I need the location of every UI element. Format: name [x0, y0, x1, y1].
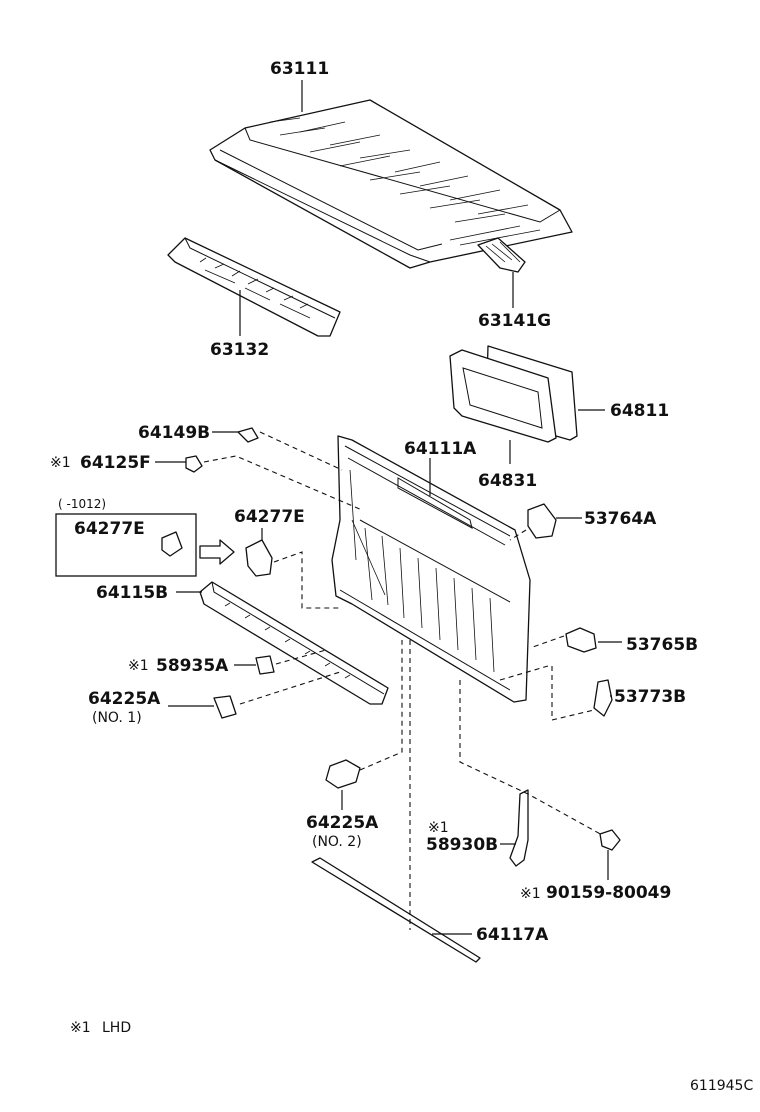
weatherstrip-64831[interactable] — [449, 349, 557, 443]
label-53773B: 53773B — [614, 687, 686, 707]
diagram-code: 611945C — [690, 1078, 753, 1094]
clip-58935A[interactable] — [255, 655, 275, 675]
label-no2: (NO. 2) — [312, 834, 362, 850]
bracket-64277E-box — [55, 513, 197, 577]
label-63111: 63111 — [270, 59, 329, 79]
label-64125F: 64125F — [80, 453, 151, 473]
clip-64149B[interactable] — [237, 427, 259, 443]
label-64225A-no2: 64225A — [306, 813, 379, 833]
footnote-text: LHD — [102, 1020, 131, 1036]
label-64811: 64811 — [610, 401, 669, 421]
box-date-range: ( -1012) — [58, 497, 106, 511]
label-53764A: 53764A — [584, 509, 657, 529]
screw-90159[interactable] — [599, 829, 621, 851]
label-64831: 64831 — [478, 471, 537, 491]
bracket-64277E[interactable] — [245, 539, 273, 577]
strap-58930B[interactable] — [509, 789, 529, 867]
footnote-mark: ※1 — [70, 1020, 91, 1036]
rear-rail-63141G[interactable] — [477, 237, 526, 273]
clip-64225A-no2[interactable] — [325, 759, 361, 789]
back-panel-64111A[interactable] — [331, 435, 531, 703]
label-64277E-box: 64277E — [74, 519, 145, 539]
mark-58930B: ※1 — [428, 820, 449, 836]
arrow-icon — [199, 539, 235, 565]
clip-53773B[interactable] — [593, 679, 613, 717]
label-58935A: 58935A — [156, 656, 229, 676]
label-64149B: 64149B — [138, 423, 210, 443]
mark-58935A: ※1 — [128, 658, 149, 674]
label-64277E: 64277E — [234, 507, 305, 527]
label-64225A-no1: 64225A — [88, 689, 161, 709]
front-rail-63132[interactable] — [167, 237, 341, 337]
clip-64225A-no1[interactable] — [213, 695, 237, 719]
label-63132: 63132 — [210, 340, 269, 360]
roof-panel-63111[interactable] — [209, 99, 573, 269]
label-no1: (NO. 1) — [92, 710, 142, 726]
sill-64115B[interactable] — [199, 581, 389, 705]
label-58930B: 58930B — [426, 835, 498, 855]
label-64111A: 64111A — [404, 439, 477, 459]
clip-53764A[interactable] — [527, 503, 557, 539]
clip-53765B[interactable] — [565, 627, 597, 653]
mark-64125F: ※1 — [50, 455, 71, 471]
label-90159: 90159-80049 — [546, 883, 671, 903]
label-64115B: 64115B — [96, 583, 168, 603]
mark-90159: ※1 — [520, 886, 541, 902]
label-53765B: 53765B — [626, 635, 698, 655]
cover-64117A[interactable] — [311, 857, 481, 963]
clip-64125F[interactable] — [185, 455, 203, 473]
label-63141G: 63141G — [478, 311, 551, 331]
label-64117A: 64117A — [476, 925, 549, 945]
